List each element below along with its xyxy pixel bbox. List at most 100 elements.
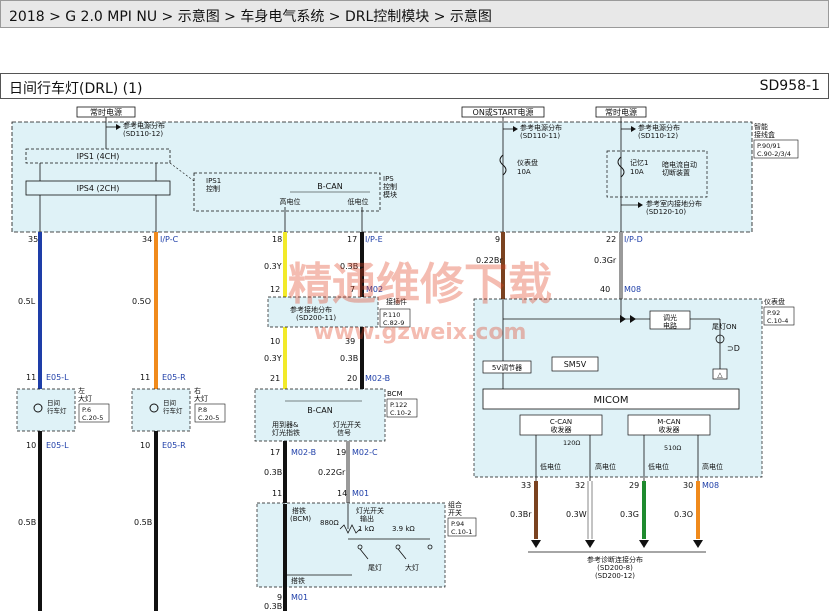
switch-tail: 尾灯 — [368, 563, 382, 572]
ips-module-3: 模块 — [383, 190, 397, 199]
left-headlamp-ref-1: P.6 — [82, 406, 91, 414]
switch-ground-3: 搭铁 — [291, 576, 305, 585]
right-headlamp-1: 右 — [194, 386, 201, 395]
ref-ground: 参考室内接地分布 — [646, 199, 702, 208]
conn-e05r-b: E05-R — [162, 441, 186, 450]
pin-9b: 9 — [277, 593, 282, 602]
regulator-label: 5V调节器 — [492, 363, 522, 372]
right-lamp-2: 行车灯 — [163, 406, 183, 415]
diag-ref: 参考诊断连接分布 — [587, 555, 643, 564]
ips4-label: IPS4 (2CH) — [77, 184, 120, 193]
conn-m02: M02 — [366, 285, 383, 294]
bcm-ref-2: C.10-2 — [390, 409, 411, 417]
wire-size-022gr: 0.22Gr — [318, 468, 346, 477]
auto-cut-1: 暗电流自动 — [662, 160, 697, 169]
tail-on-lamp-icon — [715, 334, 725, 344]
right-headlamp-ref-2: C.20-5 — [198, 414, 219, 422]
pin-39: 39 — [345, 337, 355, 346]
pin-11c: 11 — [272, 489, 282, 498]
instrument-cluster-box — [473, 298, 763, 478]
wire-size-05b-b: 0.5B — [134, 518, 152, 527]
fuse-cluster-1: 仪表盘 — [517, 158, 538, 167]
jb-bcan-label: B-CAN — [317, 182, 342, 191]
junction-box-ref-2: C.90-2/3/4 — [757, 150, 791, 158]
pin-10b: 10 — [140, 441, 150, 450]
diagram-title: 日间行车灯(DRL) (1) — [9, 81, 143, 97]
breadcrumb[interactable]: 2018 > G 2.0 MPI NU > 示意图 > 车身电气系统 > DRL… — [9, 9, 492, 25]
bcm-name: BCM — [387, 390, 403, 398]
conn-m01-a: M01 — [352, 489, 369, 498]
wire-size-03b-d: 0.3B — [264, 602, 282, 611]
switch-ground-1: 搭铁 — [292, 506, 306, 515]
pin-21: 21 — [270, 374, 280, 383]
resistor-1k: 1 kΩ — [358, 525, 375, 533]
pin-10a: 10 — [26, 441, 36, 450]
switch-out-1: 灯光开关 — [356, 506, 384, 515]
junction-box-ref-1: P.90/91 — [757, 142, 781, 150]
cluster-name: 仪表盘 — [764, 297, 785, 306]
connector-ref-1: P.110 — [383, 311, 400, 319]
pin-7: 7 — [350, 285, 355, 294]
pin-33: 33 — [521, 481, 531, 490]
ccan-low: 低电位 — [540, 462, 561, 471]
pin-17b: 17 — [270, 448, 280, 457]
switch-head: 大灯 — [405, 563, 419, 572]
junction-box-name-1: 智能 — [754, 122, 768, 131]
wire-size-05o: 0.5O — [132, 297, 151, 306]
left-lamp-icon — [33, 403, 43, 413]
ref-power-left: 参考电源分布 — [123, 121, 165, 130]
resistor-3-9k: 3.9 kΩ — [392, 525, 415, 533]
switch-ground-2: (BCM) — [290, 515, 311, 523]
multifunction-switch-box — [256, 502, 446, 588]
bcm-box — [254, 388, 386, 442]
pin-18: 18 — [272, 235, 282, 244]
bcm-low-beam-2: 灯光指铁 — [272, 428, 300, 437]
right-headlamp-2: 大灯 — [194, 394, 208, 403]
junction-box-name-2: 接线盒 — [754, 130, 775, 139]
warning-icon: △ — [717, 371, 723, 379]
ref-power-right-page: (SD110-12) — [638, 132, 678, 140]
right-lamp-icon — [149, 403, 159, 413]
ips1-ctrl-1: IPS1 — [206, 177, 221, 185]
power-label-always-1: 常时电源 — [90, 107, 122, 117]
smart-junction-box — [11, 121, 753, 233]
ref-power-mid: 参考电源分布 — [520, 123, 562, 132]
ccan-high: 高电位 — [595, 462, 616, 471]
pin-14: 14 — [337, 489, 347, 498]
pin-32: 32 — [575, 481, 585, 490]
left-lamp-1: 日间 — [47, 399, 60, 407]
conn-ipe: I/P-E — [365, 235, 383, 244]
headlamp-indicator-icon: ⊃D — [727, 344, 740, 353]
conn-e05r-a: E05-R — [162, 373, 186, 382]
connector-name: 接插件 — [386, 297, 407, 306]
diagram-title-bar: 日间行车灯(DRL) (1) SD958-1 — [0, 73, 829, 99]
wire-size-05b-a: 0.5B — [18, 518, 36, 527]
left-headlamp-box — [16, 388, 76, 432]
right-headlamp-box — [131, 388, 191, 432]
pin-11b: 11 — [140, 373, 150, 382]
pin-34: 34 — [142, 235, 152, 244]
ref-power-right: 参考电源分布 — [638, 123, 680, 132]
cluster-ref-1: P.92 — [767, 309, 780, 317]
conn-e05l-b: E05-L — [46, 441, 69, 450]
connector-ref-2: C.82-9 — [383, 319, 404, 327]
sm5v-label: SM5V — [564, 360, 587, 369]
pin-35: 35 — [28, 235, 38, 244]
pin-30: 30 — [683, 481, 693, 490]
wire-size-03o: 0.3O — [674, 510, 693, 519]
connector-ref-ground-page: (SD200-11) — [296, 314, 336, 322]
dimmer-2: 电路 — [663, 321, 677, 330]
pin-12: 12 — [270, 285, 280, 294]
pin-11a: 11 — [26, 373, 36, 382]
ips-module-1: IPS — [383, 175, 394, 183]
conn-m08-a: M08 — [624, 285, 641, 294]
conn-m02c: M02-C — [352, 448, 378, 457]
switch-ref-1: P.94 — [451, 520, 464, 528]
wire-size-03w: 0.3W — [566, 510, 587, 519]
resistor-120: 120Ω — [563, 439, 580, 447]
diag-ref-2: (SD200-12) — [595, 572, 635, 580]
fuse-memory-2: 10A — [630, 168, 644, 176]
jb-high-label: 高电位 — [280, 197, 301, 206]
tail-on-label: 尾灯ON — [712, 322, 737, 331]
wire-size-03gr: 0.3Gr — [594, 256, 617, 265]
